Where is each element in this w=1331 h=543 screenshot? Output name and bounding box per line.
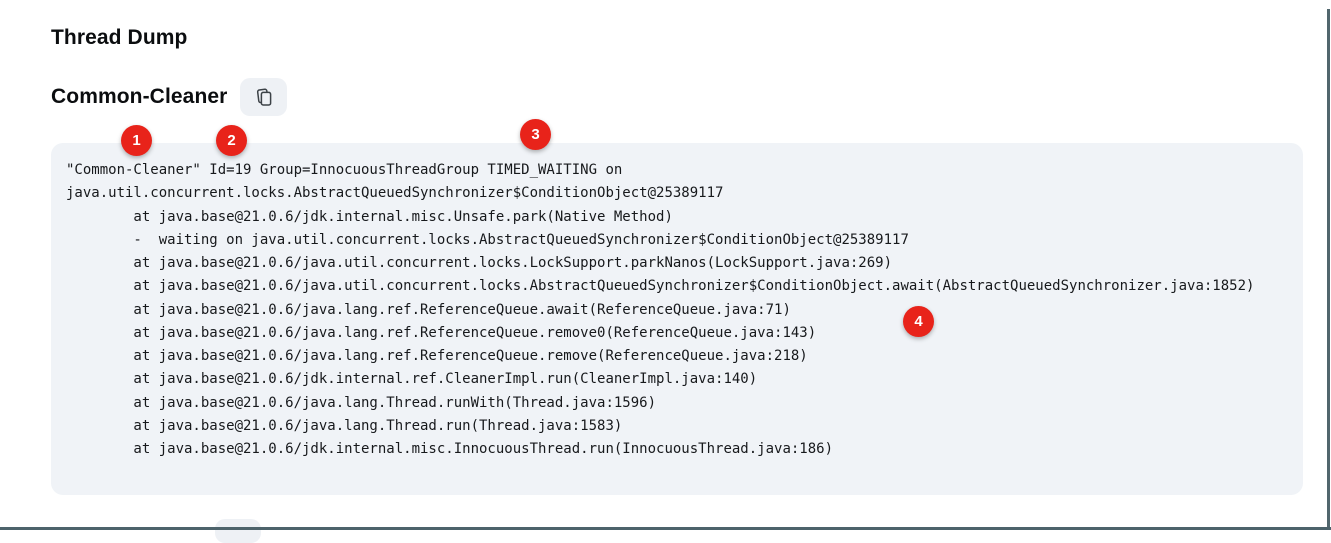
- annotation-badge-3: 3: [520, 119, 551, 150]
- page-title: Thread Dump: [51, 26, 188, 49]
- annotation-badge-1: 1: [121, 125, 152, 156]
- annotation-badge-4: 4: [903, 306, 934, 337]
- thread-name-heading: Common-Cleaner: [51, 85, 228, 108]
- next-section-copy-button[interactable]: [215, 519, 261, 543]
- thread-dump-code-block: "Common-Cleaner" Id=19 Group=InnocuousTh…: [51, 143, 1303, 495]
- section-header: Common-Cleaner: [51, 78, 288, 116]
- thread-dump-text: "Common-Cleaner" Id=19 Group=InnocuousTh…: [66, 162, 1255, 457]
- window-border-bottom: [0, 527, 1331, 530]
- copy-thread-dump-button[interactable]: [240, 78, 288, 116]
- window-border-right: [1327, 9, 1330, 530]
- annotation-badge-2: 2: [216, 125, 247, 156]
- copy-icon: [254, 87, 274, 107]
